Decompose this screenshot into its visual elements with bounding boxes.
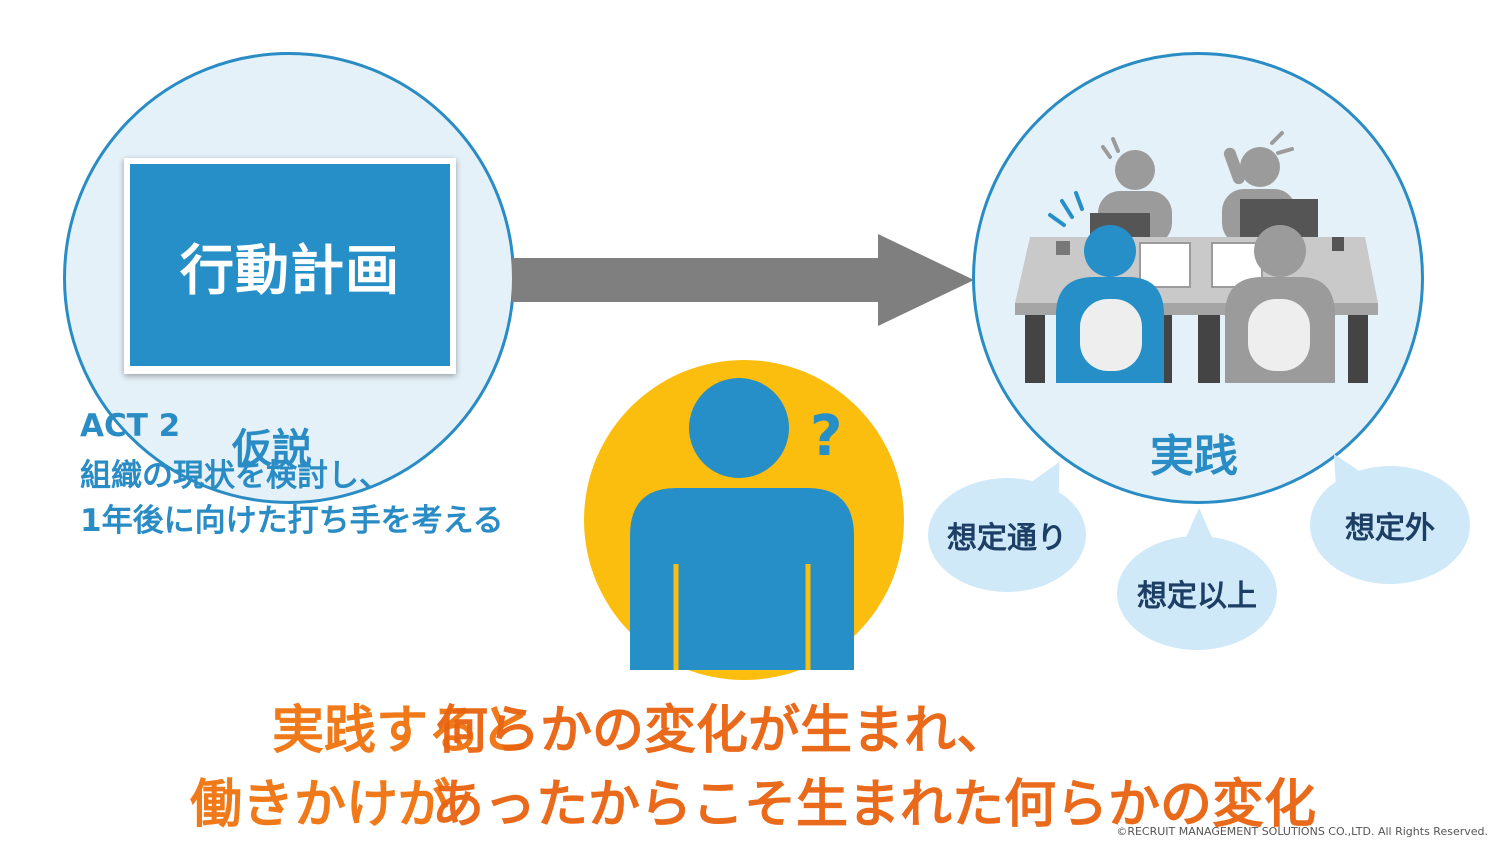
action-plan-panel: 行動計画 [130, 164, 450, 366]
message-line2: 働きかけが [190, 775, 451, 835]
action-plan-title: 行動計画 [180, 238, 400, 302]
hypothesis-label: 仮説 [232, 426, 312, 472]
message-line1: 実践すると [272, 701, 533, 761]
bubble-beyond-expected: 想定以上 [1117, 536, 1277, 650]
practice-label: 実践 [1150, 431, 1238, 482]
bubble-unexpected: 想定外 [1310, 466, 1470, 584]
act-label: ACT 2 [80, 408, 181, 444]
office-workers-icon [1015, 131, 1378, 383]
act-description-line2: 1年後に向けた打ち手を考える [80, 503, 504, 539]
person-question-icon: ? [584, 360, 904, 680]
question-mark: ? [810, 404, 842, 469]
bubble-as-expected: 想定通り [928, 478, 1086, 592]
message-line2-overlay: あったからこそ生まれた何らかの変化 [432, 775, 1317, 835]
action-plan-card: 行動計画 [124, 158, 456, 374]
arrow-right-icon [512, 234, 974, 326]
copyright-notice: ©RECRUIT MANAGEMENT SOLUTIONS CO.,LTD. A… [1116, 825, 1488, 838]
act-description-line1: 組織の現状を検討し、 [80, 458, 390, 494]
message-line1-overlay: 何らかの変化が生まれ、 [436, 701, 1009, 761]
